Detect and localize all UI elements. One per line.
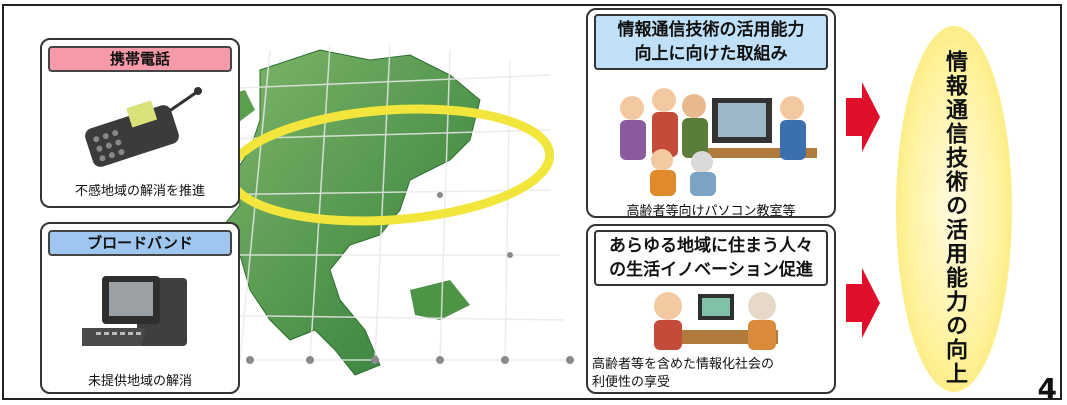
ict-skills-title-text: 情報通信技術の活用能力 向上に向けた取組み [617, 20, 805, 64]
broadband-caption: 未提供地域の解消 [87, 374, 192, 389]
grid-nodes [246, 192, 574, 364]
island-landmass [410, 280, 470, 320]
life-innovation-title: あらゆる地域に住まう人々 の生活イノベーション促進 [594, 230, 828, 286]
mobile-phone-icon [85, 87, 202, 167]
ict-skills-title: 情報通信技術の活用能力 向上に向けた取組み [594, 14, 828, 70]
result-text: 情報通信技術の活用能力の向上 [942, 50, 967, 386]
arrow-right-icon [846, 268, 880, 338]
seniors-illustration [654, 292, 778, 350]
computer-icon [82, 276, 187, 346]
life-innovation-title-text: あらゆる地域に住まう人々 の生活イノベーション促進 [609, 236, 813, 280]
mobile-phone-card: 携帯電話 不感地域の解消を推進 [40, 38, 240, 208]
broadband-label: ブロードバンド [48, 230, 232, 256]
mobile-phone-label: 携帯電話 [48, 46, 232, 72]
arrow-right-icon [846, 82, 880, 152]
result-oval [896, 26, 1012, 392]
mobile-phone-caption: 不感地域の解消を推進 [74, 184, 205, 199]
life-innovation-caption: 高齢者等を含めた情報化社会の 利便性の享受 [592, 357, 775, 390]
ict-skills-card: 情報通信技術の活用能力 向上に向けた取組み 高齢者等向けパソコン教室等 [586, 8, 836, 218]
slide-frame [2, 4, 1062, 400]
broadband-card: ブロードバンド 未提供地域の解消 [40, 222, 240, 394]
japan-map-illustration [189, 44, 574, 376]
life-innovation-card: あらゆる地域に住まう人々 の生活イノベーション促進 高齢者等を含めた情報化社会の… [586, 224, 836, 394]
computer-class-illustration [620, 88, 817, 196]
ict-skills-caption: 高齢者等向けパソコン教室等 [626, 204, 796, 218]
page-number: 4 [1037, 372, 1057, 405]
